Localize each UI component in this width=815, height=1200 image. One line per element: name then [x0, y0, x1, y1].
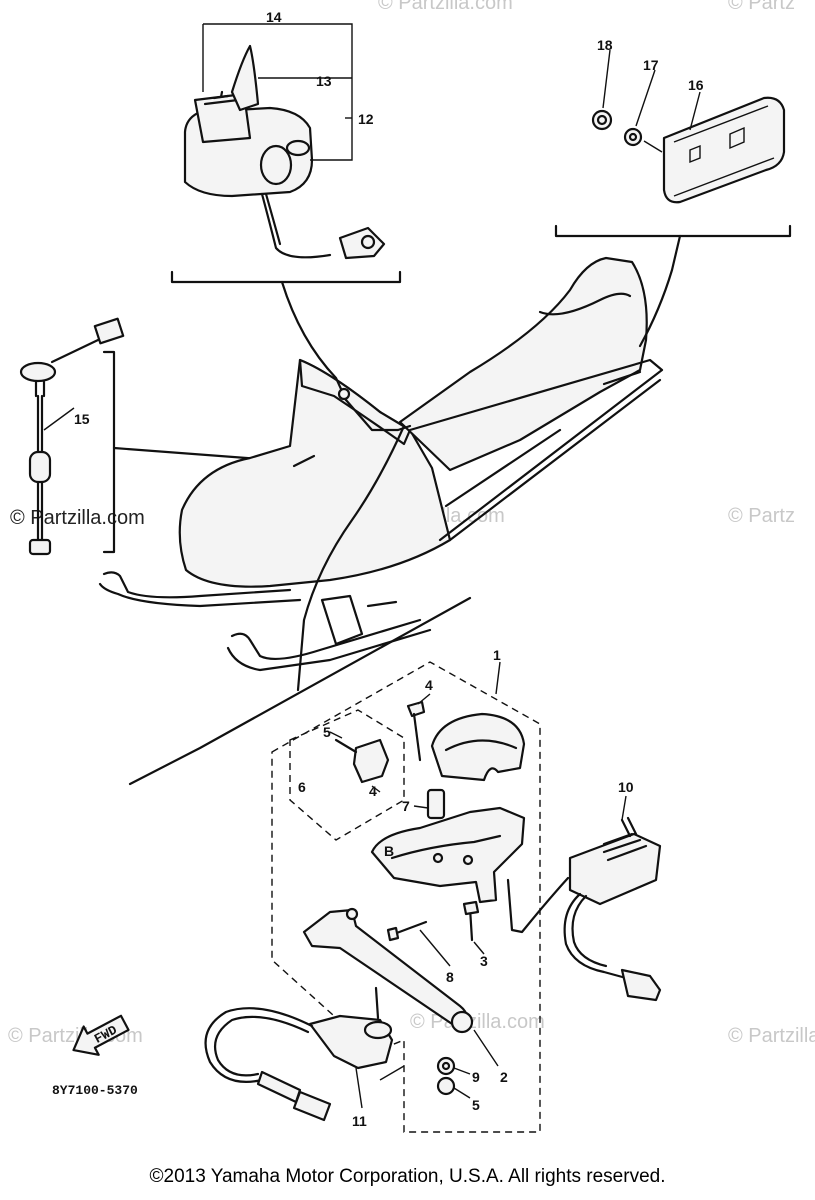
callout-6b: 4 — [369, 783, 377, 799]
oil-tank-assembly: 14 13 12 — [183, 9, 386, 260]
callout-18: 18 — [597, 37, 613, 53]
copyright-footer: ©2013 Yamaha Motor Corporation, U.S.A. A… — [149, 1166, 666, 1187]
callout-6a: 5 — [323, 724, 331, 740]
snowmobile-illustration — [98, 234, 682, 692]
watermark-bottom-right: © Partzilla.com — [728, 1025, 815, 1047]
callout-7: 7 — [402, 798, 410, 814]
parts-diagram: © Partzilla.com © Partz © Partzilla.com … — [8, 0, 815, 1133]
diagram-part-code: 8Y7100-5370 — [52, 1083, 138, 1098]
callout-6: 6 — [298, 779, 306, 795]
watermark-left: © Partzilla.com — [10, 507, 145, 529]
callout-16: 16 — [688, 77, 704, 93]
callout-14: 14 — [266, 9, 282, 25]
callout-17: 17 — [643, 57, 659, 73]
bracket-mark: B — [384, 843, 394, 859]
callout-11: 11 — [352, 1113, 367, 1129]
callout-10: 10 — [618, 779, 634, 795]
watermark-mid-right: © Partz — [728, 505, 795, 527]
callout-8: 8 — [446, 969, 454, 985]
callout-3: 3 — [480, 953, 488, 969]
bracket-oil-tank — [170, 270, 402, 284]
callout-1: 1 — [493, 647, 501, 663]
callout-13: 13 — [316, 73, 332, 89]
callout-5: 5 — [472, 1097, 480, 1113]
callout-9: 9 — [472, 1069, 480, 1085]
bracket-reflector — [554, 224, 792, 238]
watermark-bottom-center: © Partzilla.com — [410, 1011, 545, 1033]
callout-12: 12 — [358, 111, 374, 127]
watermark-top-right: © Partz — [728, 0, 795, 14]
watermark-top-center: © Partzilla.com — [378, 0, 513, 14]
reflector-assembly: 18 17 16 — [591, 37, 786, 204]
callout-4: 4 — [425, 677, 433, 693]
ground-line — [128, 596, 472, 786]
oil-level-gauge: 15 — [19, 317, 314, 556]
callout-15: 15 — [74, 411, 90, 427]
throttle-assembly: 1 6 5 4 4 7 B 2 — [204, 647, 662, 1133]
callout-2: 2 — [500, 1069, 508, 1085]
